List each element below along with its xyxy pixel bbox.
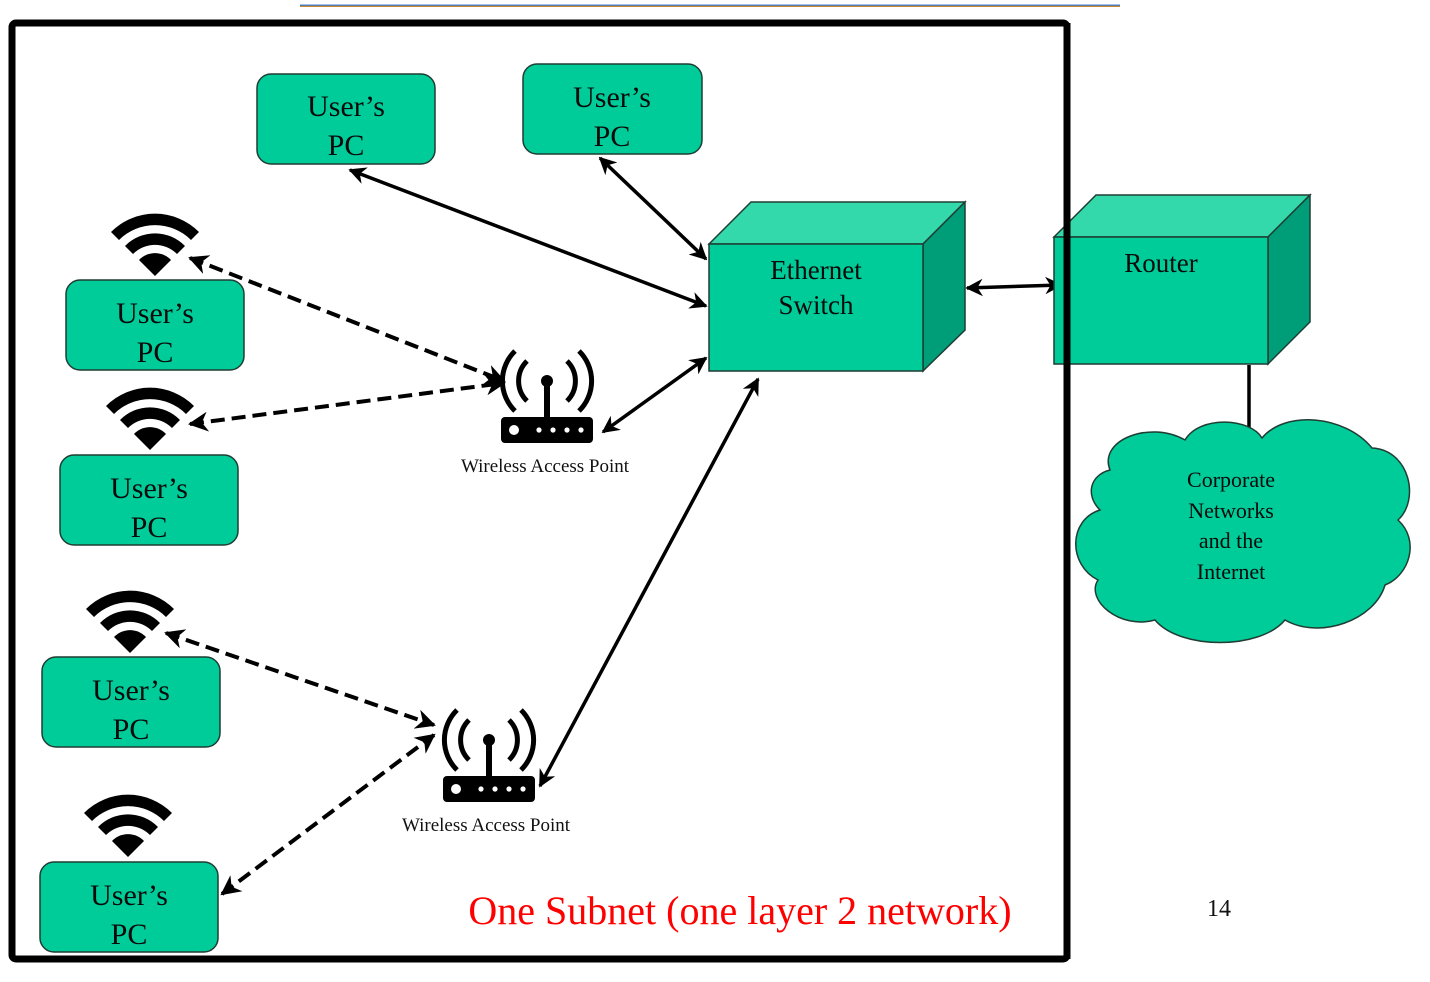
link-pc-wired-2-switch: [598, 156, 708, 261]
ethernet-switch: Ethernet Switch: [707, 200, 967, 373]
switch-label-line1: Ethernet: [770, 255, 862, 285]
wireless-link-pc-wifi-3-wap-2: [164, 629, 436, 729]
link-switch-router: [965, 276, 1063, 297]
pc-label-line1: User’s: [90, 879, 168, 912]
wifi-icon: [84, 794, 172, 857]
pc-label-line2: PC: [137, 336, 174, 369]
wireless-router-icon: [443, 710, 535, 802]
pc-label-line2: PC: [328, 129, 365, 162]
wifi-icon: [106, 387, 194, 450]
wireless-link-pc-wifi-2-wap-1: [188, 375, 506, 432]
pc-wifi-1: User’s PC: [65, 213, 245, 371]
pc-label-line1: User’s: [110, 472, 188, 505]
switch-label-line2: Switch: [778, 290, 854, 320]
link-wap-1-switch: [601, 356, 708, 434]
pc-wifi-4: User’s PC: [39, 794, 219, 953]
router: Router: [1052, 193, 1312, 366]
pc-label-line1: User’s: [92, 674, 170, 707]
wireless-connectors: [164, 255, 506, 896]
connectors: [348, 156, 1251, 788]
page-number: 14: [1207, 896, 1231, 922]
router-label: Router: [1124, 248, 1198, 278]
cloud: Corporate Networks and the Internet: [1075, 419, 1411, 644]
wifi-icon: [86, 590, 174, 653]
pc-label-line2: PC: [131, 511, 168, 544]
pc-wifi-2: User’s PC: [59, 387, 239, 546]
link-wap-2-switch: [538, 377, 760, 788]
title-underline-rule: [300, 4, 1120, 7]
wap-1: Wireless Access Point: [461, 351, 630, 477]
subnet-label: One Subnet (one layer 2 network): [468, 888, 1011, 933]
pc-wifi-3: User’s PC: [41, 590, 221, 748]
wireless-link-pc-wifi-1-wap-1: [188, 255, 506, 384]
pc-label-line1: User’s: [573, 81, 651, 114]
pc-label-line2: PC: [113, 713, 150, 746]
cloud-label-line2: Networks: [1188, 498, 1274, 523]
wifi-icon: [111, 213, 199, 276]
wireless-link-pc-wifi-4-wap-2: [220, 733, 436, 896]
pc-wired-2: User’s PC: [522, 63, 703, 155]
pc-label-line2: PC: [111, 918, 148, 951]
link-pc-wired-1-switch: [348, 167, 708, 309]
wireless-router-icon: [501, 351, 593, 443]
cloud-label-line4: Internet: [1197, 559, 1265, 584]
wap-label: Wireless Access Point: [402, 815, 571, 836]
cloud-label-line1: Corporate: [1187, 467, 1275, 492]
pc-label-line2: PC: [594, 120, 631, 153]
wap-2: Wireless Access Point: [402, 710, 571, 836]
cloud-label-line3: and the: [1199, 528, 1263, 553]
pc-wired-1: User’s PC: [256, 73, 436, 165]
pc-label-line1: User’s: [116, 297, 194, 330]
pc-label-line1: User’s: [307, 90, 385, 123]
wap-label: Wireless Access Point: [461, 456, 630, 477]
